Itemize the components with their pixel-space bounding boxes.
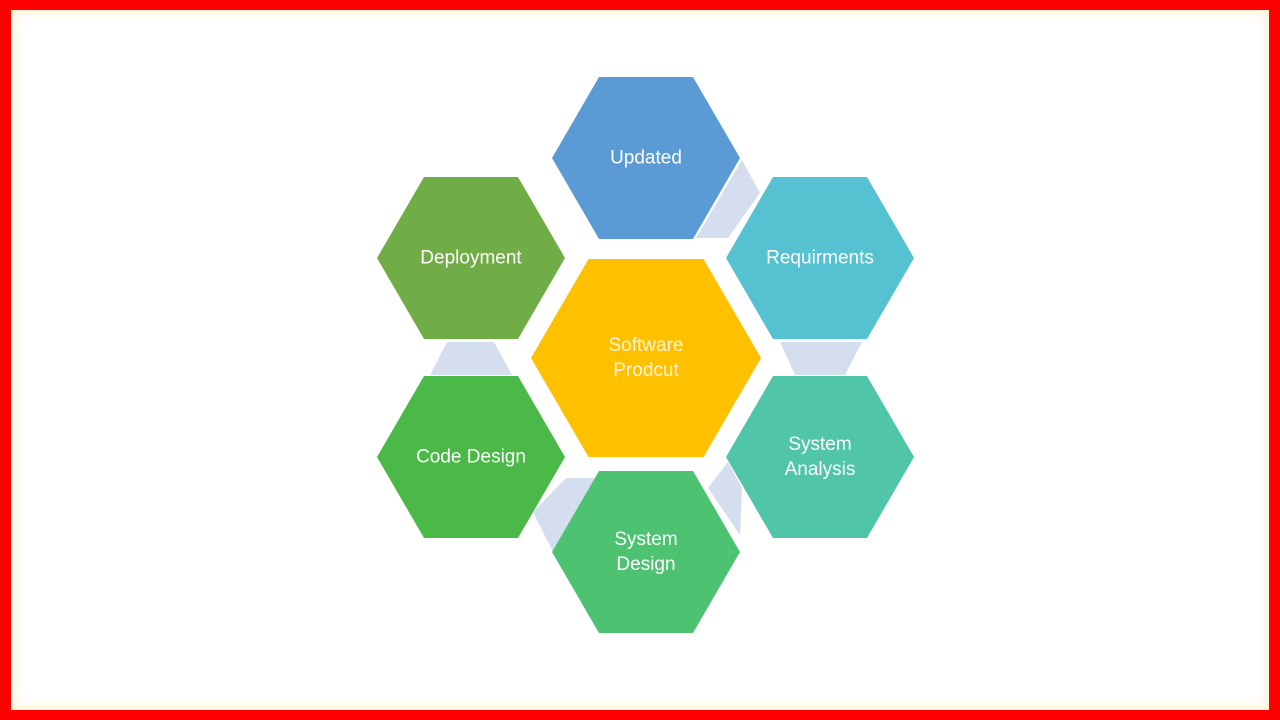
connector-shape <box>780 342 862 375</box>
connector-shape <box>430 342 512 375</box>
hex-system-design-shape <box>552 471 740 633</box>
connector-shape <box>708 462 742 535</box>
hex-system-design-label: System <box>614 529 677 550</box>
hex-deployment-shape <box>377 177 565 339</box>
hex-system-analysis-label: System <box>788 434 851 455</box>
hex-updated-shape <box>552 77 740 239</box>
hex-requirements-label: Requirments <box>766 248 874 269</box>
hex-deployment: Deployment <box>377 177 565 339</box>
hex-system-analysis-label: Analysis <box>785 459 856 480</box>
hexagons-layer: UpdatedRequirmentsSystemAnalysisSystemDe… <box>377 77 914 633</box>
hex-code-design: Code Design <box>377 376 565 538</box>
connector-shape <box>696 160 760 238</box>
connectors-layer <box>430 160 862 552</box>
hex-requirements: Requirments <box>726 177 914 339</box>
hex-center-software-product-label: Software <box>609 335 684 356</box>
hex-requirements-shape <box>726 177 914 339</box>
hex-center-software-product-shape <box>531 259 761 457</box>
hex-updated: Updated <box>552 77 740 239</box>
hex-code-design-label: Code Design <box>416 447 526 468</box>
hex-center-software-product-label: Prodcut <box>613 360 679 381</box>
hex-updated-label: Updated <box>610 148 682 169</box>
hex-system-design-label: Design <box>616 554 675 575</box>
hex-deployment-label: Deployment <box>420 248 522 269</box>
connector-shape <box>533 478 596 552</box>
hex-code-design-shape <box>377 376 565 538</box>
hex-system-analysis-shape <box>726 376 914 538</box>
